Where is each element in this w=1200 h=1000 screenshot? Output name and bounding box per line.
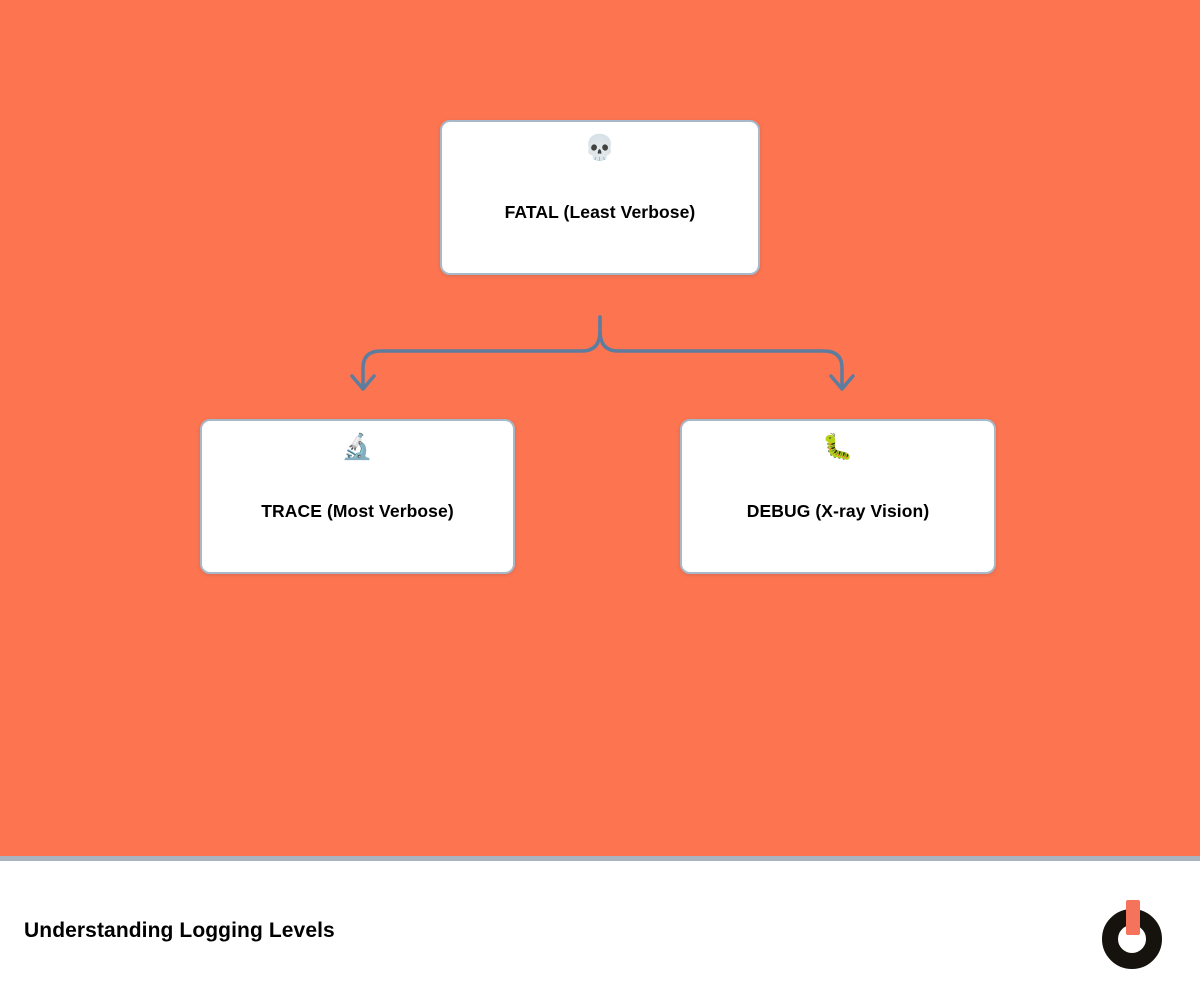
skull-icon: 💀 <box>584 134 616 162</box>
microscope-icon: 🔬 <box>341 433 374 461</box>
bug-icon: 🐛 <box>822 433 854 461</box>
edge-fatal-debug <box>598 315 844 387</box>
arrowhead-down-icon <box>829 374 855 391</box>
page-title: Understanding Logging Levels <box>24 918 335 942</box>
node-debug[interactable]: 🐛 DEBUG (X-ray Vision) <box>680 419 996 574</box>
footer-divider <box>0 856 1200 861</box>
node-trace[interactable]: 🔬 TRACE (Most Verbose) <box>200 419 515 574</box>
diagram-canvas: 💀 FATAL (Least Verbose) 🔬 TRACE (Most Ve… <box>0 0 1200 856</box>
node-label: DEBUG (X-ray Vision) <box>746 501 930 521</box>
node-fatal[interactable]: 💀 FATAL (Least Verbose) <box>440 120 760 275</box>
node-label: FATAL (Least Verbose) <box>504 202 696 222</box>
edges-layer <box>350 315 855 391</box>
edge-fatal-trace <box>361 315 602 387</box>
arrowhead-down-icon <box>350 374 376 391</box>
node-label: TRACE (Most Verbose) <box>261 501 454 521</box>
footer: Understanding Logging Levels <box>0 861 1200 1000</box>
power-bar-icon <box>1126 899 1140 935</box>
power-logo <box>1102 899 1164 970</box>
